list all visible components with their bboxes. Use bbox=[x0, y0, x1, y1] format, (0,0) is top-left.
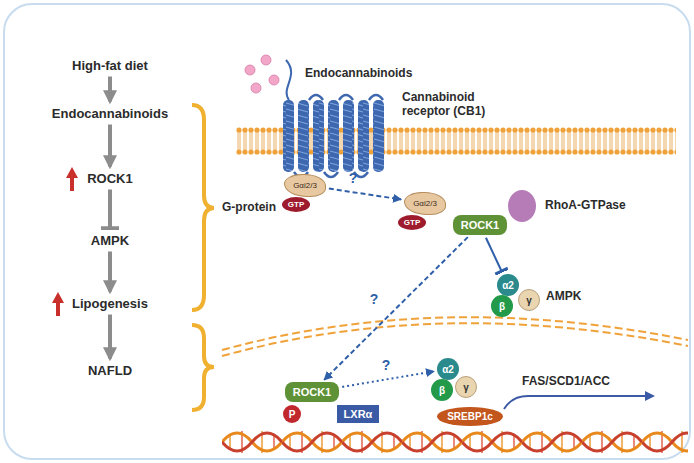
arrow-connector bbox=[108, 125, 112, 167]
arrow-connector bbox=[342, 371, 434, 387]
node-text: Endocannabinoids bbox=[52, 106, 168, 121]
arrow-connector bbox=[108, 315, 112, 359]
inhibition-connector bbox=[486, 238, 502, 272]
inhibition-connector bbox=[108, 190, 112, 229]
node-text: Lipogenesis bbox=[72, 296, 148, 311]
nuclear-envelope bbox=[222, 323, 688, 356]
ampk-subunit: β bbox=[491, 295, 513, 317]
endocannabinoid-dots bbox=[245, 55, 279, 93]
question-mark: ? bbox=[382, 357, 391, 373]
node-text: High-fat diet bbox=[72, 58, 148, 73]
flow-step: ROCK1 bbox=[84, 170, 136, 187]
dna-helix bbox=[222, 428, 688, 456]
annotation-label: Cannabinoid receptor (CB1) bbox=[402, 90, 507, 118]
ampk-subunit: γ bbox=[455, 376, 477, 398]
node-text: α2 bbox=[502, 280, 514, 291]
rhoa-shape bbox=[508, 190, 536, 222]
annotation-label: Endocannabinoids bbox=[305, 66, 412, 80]
node-text: ROCK1 bbox=[293, 386, 332, 398]
arrow-connector bbox=[324, 237, 468, 380]
g-alpha-subunit: Gαi2/3 bbox=[404, 192, 446, 215]
ampk-subunit: γ bbox=[518, 289, 540, 311]
node-text: γ bbox=[463, 382, 469, 393]
flow-step: AMPK bbox=[88, 232, 132, 249]
ampk-subunit: β bbox=[431, 379, 453, 401]
node-text: β bbox=[499, 301, 505, 312]
flow-step: High-fat diet bbox=[69, 57, 151, 74]
rock1-protein: ROCK1 bbox=[453, 215, 508, 235]
increase-arrow bbox=[52, 292, 64, 316]
gtp-oval: GTP bbox=[398, 215, 426, 230]
brace bbox=[192, 105, 214, 310]
node-text: γ bbox=[526, 295, 532, 306]
rock1-protein: ROCK1 bbox=[285, 382, 340, 402]
g-alpha-subunit: Gαi2/3 bbox=[284, 174, 326, 197]
flow-step: NAFLD bbox=[85, 362, 135, 379]
increase-arrow bbox=[66, 167, 78, 191]
srebp-oval: SREBP1c bbox=[437, 407, 503, 426]
frame bbox=[4, 4, 690, 459]
annotation-label: FAS/SCD1/ACC bbox=[522, 374, 610, 388]
node-text: AMPK bbox=[91, 233, 129, 248]
ampk-subunit: α2 bbox=[497, 274, 519, 296]
flow-step: Lipogenesis bbox=[69, 295, 151, 312]
ampk-subunit: α2 bbox=[437, 358, 459, 380]
node-text: P bbox=[289, 409, 296, 420]
transcription-arrow bbox=[504, 396, 645, 409]
arrow-connector bbox=[108, 77, 112, 102]
arrowhead bbox=[645, 391, 655, 401]
lxr-box: LXRα bbox=[337, 405, 380, 423]
node-text: α2 bbox=[442, 364, 454, 375]
arrow-connector bbox=[108, 252, 112, 292]
question-mark: ? bbox=[370, 291, 379, 307]
arrow-connector bbox=[329, 189, 401, 200]
node-text: NAFLD bbox=[88, 363, 132, 378]
brace bbox=[192, 325, 214, 410]
node-text: Gαi2/3 bbox=[293, 181, 317, 190]
flow-step: Endocannabinoids bbox=[49, 105, 171, 122]
node-text: SREBP1c bbox=[447, 411, 493, 422]
annotation-label: G-protein bbox=[222, 200, 276, 214]
node-text: ROCK1 bbox=[461, 219, 500, 231]
annotation-label: RhoA-GTPase bbox=[545, 198, 626, 212]
node-text: LXRα bbox=[344, 408, 373, 420]
gtp-oval: GTP bbox=[282, 197, 310, 212]
node-text: β bbox=[439, 385, 445, 396]
node-text: Gαi2/3 bbox=[413, 199, 437, 208]
node-text: ROCK1 bbox=[87, 171, 133, 186]
phospho-circle: P bbox=[283, 405, 301, 423]
annotation-label: AMPK bbox=[546, 289, 581, 303]
node-text: GTP bbox=[404, 218, 420, 227]
question-mark: ? bbox=[349, 170, 358, 186]
node-text: GTP bbox=[288, 200, 304, 209]
